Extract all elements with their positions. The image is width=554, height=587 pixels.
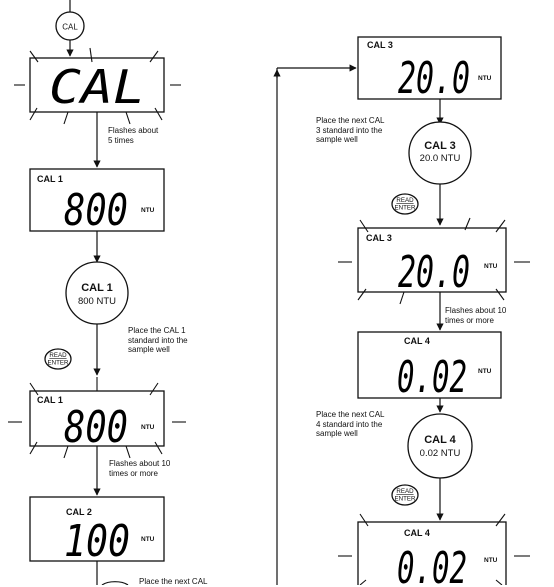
note-line: sample well — [128, 345, 170, 354]
note-flashes-10-times-right: Flashes about 10 times or more — [445, 306, 506, 325]
screen-cal3: CAL 3 20.0 NTU — [357, 36, 502, 104]
lcd-display: CAL — [49, 60, 145, 114]
standard-circle-cal1: CAL 1 800 NTU — [65, 261, 129, 325]
screen-cal3-flashing: CAL 3 20.0 NTU — [338, 217, 530, 305]
screen-label: CAL 3 — [366, 233, 392, 243]
note-flashes-10-times-left: Flashes about 10 times or more — [109, 459, 170, 478]
lcd-display: 800 — [64, 402, 128, 453]
screen-label: CAL 4 — [404, 336, 430, 346]
note-line: times or more — [445, 315, 494, 325]
enter-label: ENTER — [48, 360, 70, 367]
circle-title: CAL 1 — [81, 282, 113, 294]
note-line: 4 standard into the — [316, 419, 383, 429]
note-line: 3 standard into the — [316, 125, 383, 135]
unit-label: NTU — [478, 368, 492, 375]
unit-label: NTU — [484, 263, 498, 270]
screen-label: CAL 1 — [37, 174, 63, 184]
screen-label: CAL 2 — [66, 507, 92, 517]
unit-label: NTU — [484, 557, 498, 564]
note-line: Place the next CAL — [316, 116, 385, 125]
note-line: Flashes about 10 — [445, 306, 507, 315]
note-line: Place the next CAL — [139, 577, 208, 586]
unit-label: NTU — [478, 75, 492, 82]
unit-label: NTU — [141, 207, 155, 214]
read-label: READ — [49, 352, 67, 359]
note-line: Flashes about 10 — [109, 459, 171, 468]
circle-title: CAL 4 — [424, 434, 456, 446]
partial-circle — [101, 581, 129, 585]
lcd-display: 20.0 — [398, 247, 470, 298]
flash-rays — [338, 513, 530, 585]
screen-cal4-flashing: CAL 4 0.02 NTU — [338, 513, 530, 585]
note-line: times or more — [109, 468, 158, 478]
screen-cal1-flashing: CAL 1 800 NTU — [8, 377, 186, 459]
read-enter-button[interactable]: READ ENTER — [44, 348, 72, 370]
circle-value: 0.02 NTU — [420, 448, 461, 459]
read-enter-button[interactable]: READ ENTER — [391, 484, 419, 506]
lcd-display: 100 — [64, 516, 130, 567]
note-line: Place the CAL 1 — [128, 326, 186, 335]
lcd-display: 20.0 — [398, 53, 470, 104]
enter-label: ENTER — [395, 205, 417, 212]
circle-value: 800 NTU — [78, 296, 116, 307]
read-enter-button[interactable]: READ ENTER — [391, 193, 419, 215]
standard-circle-cal3: CAL 3 20.0 NTU — [408, 121, 472, 185]
note-place-cal1: Place the CAL 1 standard into the sample… — [128, 326, 188, 355]
unit-label: NTU — [141, 536, 155, 543]
screen-cal1: CAL 1 800 NTU — [29, 168, 165, 236]
note-place-cal2-partial: Place the next CAL — [139, 577, 207, 587]
cal-button-label: CAL — [62, 23, 78, 32]
note-place-cal4: Place the next CAL 4 standard into the s… — [316, 410, 384, 439]
circle-title: CAL 3 — [424, 140, 456, 152]
screen-cal2: CAL 2 100 NTU — [29, 496, 165, 567]
standard-circle-cal4: CAL 4 0.02 NTU — [407, 413, 473, 479]
circle-value: 20.0 NTU — [420, 153, 461, 164]
screen-cal4: CAL 4 0.02 NTU — [357, 331, 502, 403]
note-line: Flashes about — [108, 126, 159, 135]
note-line: sample well — [316, 429, 358, 438]
lcd-display: 800 — [64, 185, 128, 236]
enter-label: ENTER — [395, 496, 417, 503]
read-label: READ — [396, 197, 414, 204]
note-line: 5 times — [108, 135, 134, 145]
lcd-display: 0.02 — [397, 543, 467, 585]
note-line: sample well — [316, 135, 358, 144]
note-place-cal3: Place the next CAL 3 standard into the s… — [316, 116, 384, 145]
unit-label: NTU — [141, 424, 155, 431]
screen-label: CAL 4 — [404, 528, 430, 538]
flash-rays — [8, 377, 186, 459]
screen-label: CAL 1 — [37, 395, 63, 405]
screen-label: CAL 3 — [367, 40, 393, 50]
note-line: Place the next CAL — [316, 410, 385, 419]
flash-rays — [14, 47, 181, 125]
lcd-display: 0.02 — [397, 352, 467, 403]
note-flashes-5-times: Flashes about 5 times — [108, 126, 158, 145]
screen-cal-flashing: CAL — [14, 47, 181, 125]
flash-rays — [338, 217, 530, 305]
read-label: READ — [396, 488, 414, 495]
note-line: standard into the — [128, 335, 188, 345]
